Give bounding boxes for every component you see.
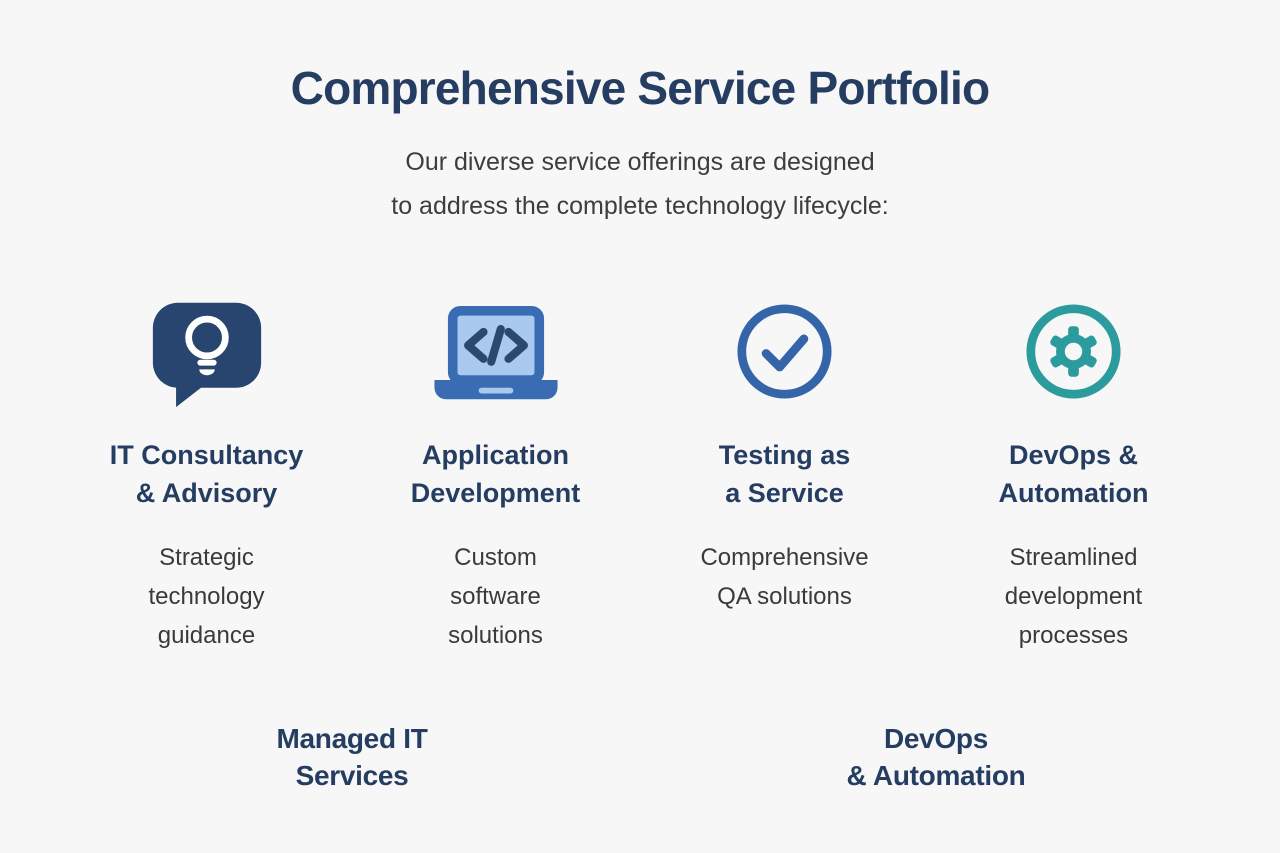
service-description: Comprehensive QA solutions bbox=[700, 544, 869, 610]
service-card-consultancy: IT Consultancy & Advisory Strategic tech… bbox=[62, 298, 351, 655]
check-circle-icon bbox=[640, 298, 929, 410]
laptop-code-icon bbox=[351, 298, 640, 410]
page-subtitle: Our diverse service offerings are design… bbox=[391, 148, 889, 220]
footer-group-labels: Managed IT Services DevOps & Automation bbox=[0, 720, 1280, 830]
service-title: DevOps & Automation bbox=[998, 440, 1149, 508]
service-title: IT Consultancy & Advisory bbox=[109, 440, 304, 508]
service-card-devops: DevOps & Automation Streamlined developm… bbox=[929, 298, 1218, 655]
footer-group-devops: DevOps & Automation bbox=[846, 723, 1026, 791]
gear-circle-icon bbox=[929, 298, 1218, 410]
footer-group-managed-it: Managed IT Services bbox=[276, 723, 428, 791]
services-row: IT Consultancy & Advisory Strategic tech… bbox=[62, 298, 1218, 655]
service-title: Testing as a Service bbox=[718, 440, 851, 508]
service-description: Strategic technology guidance bbox=[148, 544, 265, 649]
speech-bubble-lightbulb-icon bbox=[62, 298, 351, 410]
service-card-testing: Testing as a Service Comprehensive QA so… bbox=[640, 298, 929, 655]
service-title: Application Development bbox=[410, 440, 581, 508]
service-description: Streamlined development processes bbox=[1004, 544, 1143, 649]
service-description: Custom software solutions bbox=[448, 544, 543, 649]
page-title: Comprehensive Service Portfolio bbox=[290, 62, 990, 114]
service-card-appdev: Application Development Custom software … bbox=[351, 298, 640, 655]
